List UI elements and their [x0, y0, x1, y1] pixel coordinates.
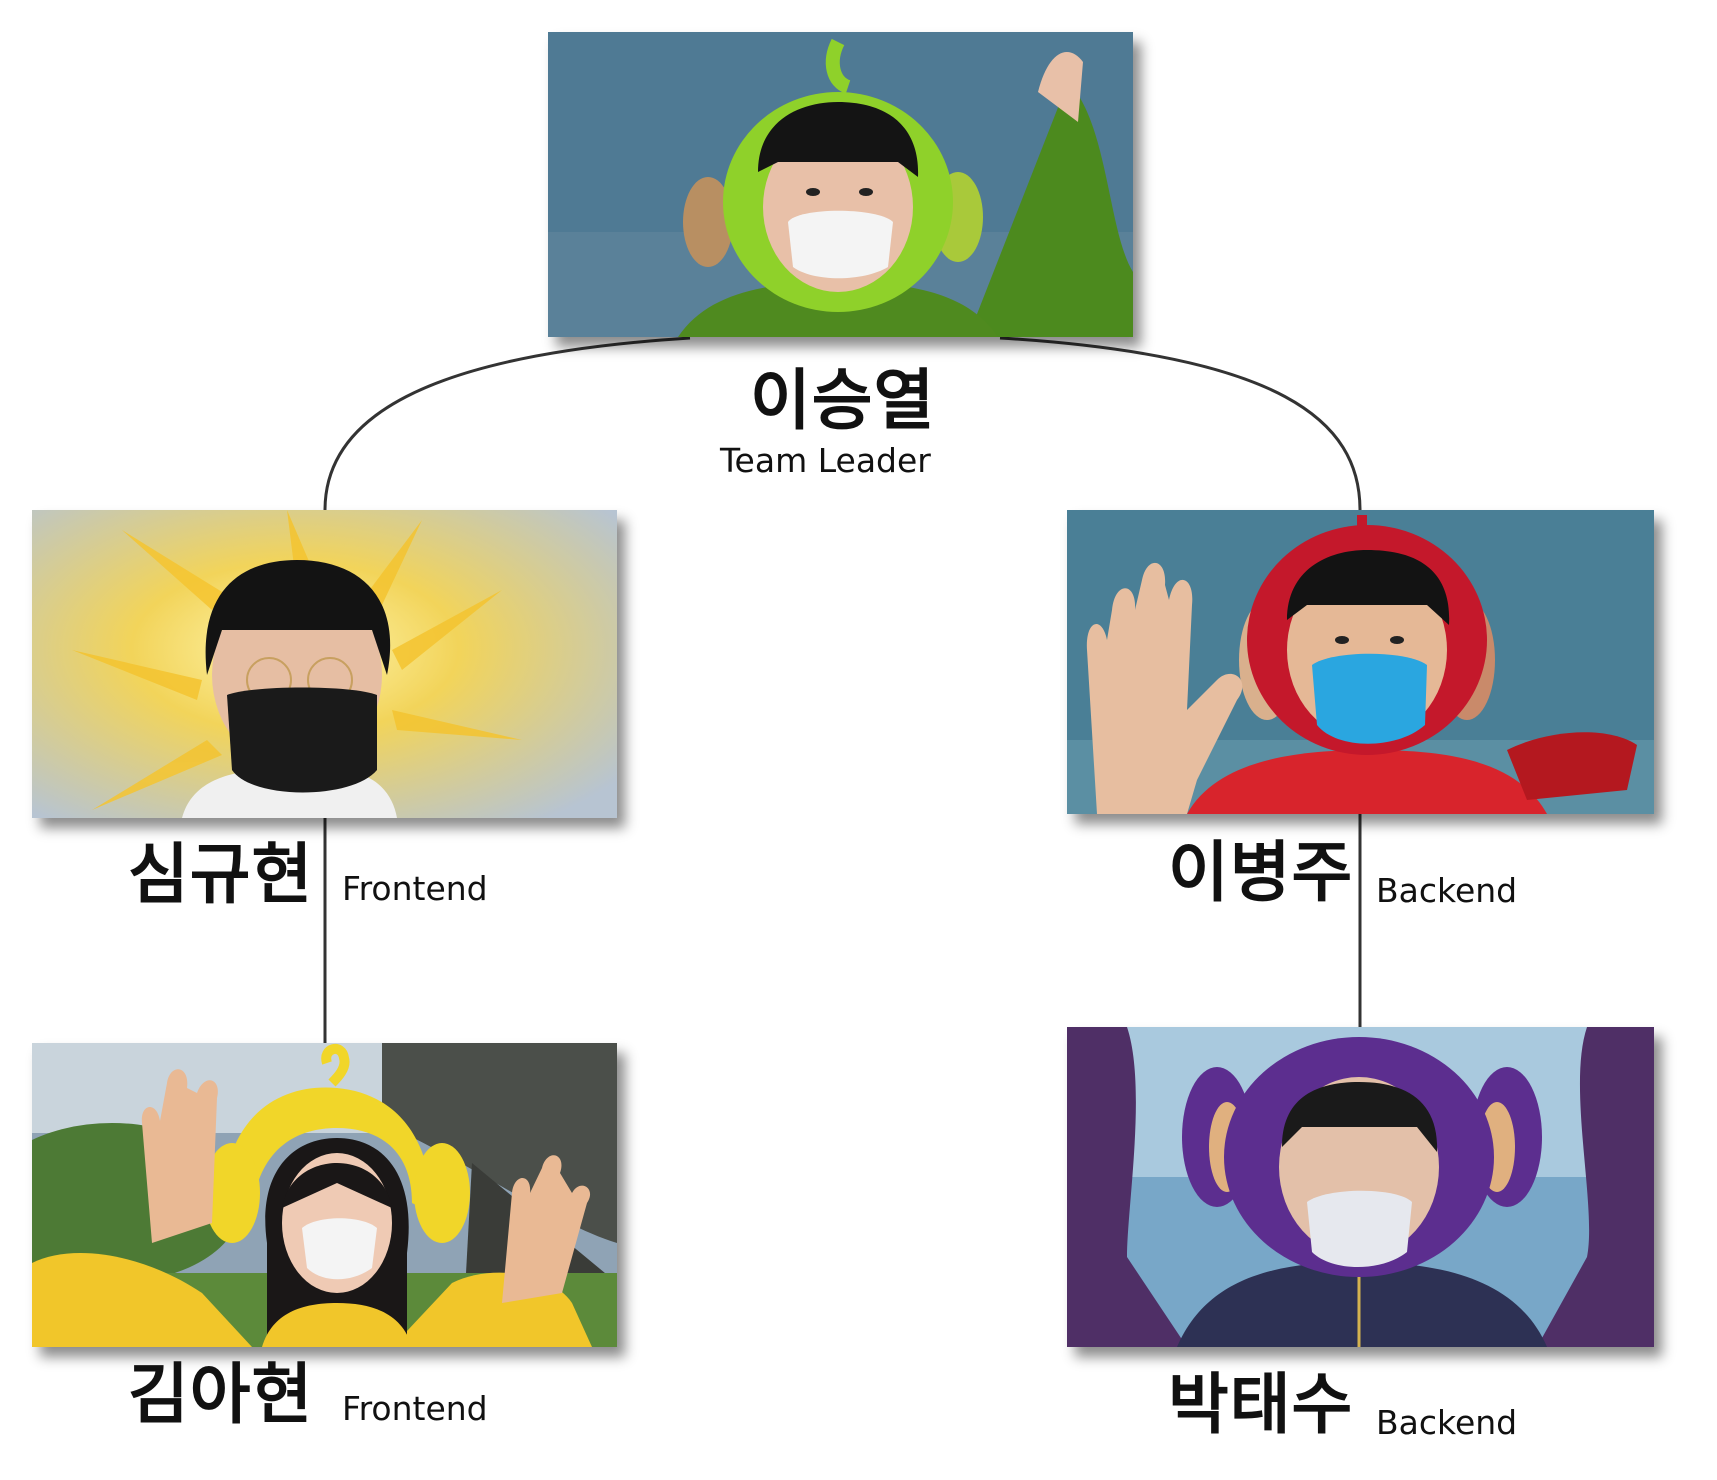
leader-photo	[548, 32, 1133, 337]
backend-1-photo	[1067, 510, 1654, 814]
backend-2-photo-image	[1067, 1027, 1654, 1347]
backend-1-photo-image	[1067, 510, 1654, 814]
connector-leader-to-frontend	[323, 336, 691, 511]
backend-2-photo	[1067, 1027, 1654, 1347]
backend-1-role: Backend	[1376, 871, 1518, 910]
leader-role: Team Leader	[720, 441, 931, 480]
frontend-2-role: Frontend	[342, 1389, 488, 1428]
backend-2-role: Backend	[1376, 1403, 1518, 1442]
frontend-1-name: 심규현	[128, 836, 314, 913]
backend-2-name: 박태수	[1168, 1366, 1354, 1443]
frontend-2-photo	[32, 1043, 617, 1347]
backend-1-name: 이병주	[1168, 834, 1354, 911]
frontend-2-name: 김아현	[128, 1356, 314, 1433]
connector-leader-to-backend	[999, 336, 1362, 511]
frontend-1-role: Frontend	[342, 869, 488, 908]
frontend-1-photo-image	[32, 510, 617, 818]
frontend-2-photo-image	[32, 1043, 617, 1347]
leader-photo-image	[548, 32, 1133, 337]
leader-name: 이승열	[750, 362, 936, 439]
frontend-1-photo	[32, 510, 617, 818]
